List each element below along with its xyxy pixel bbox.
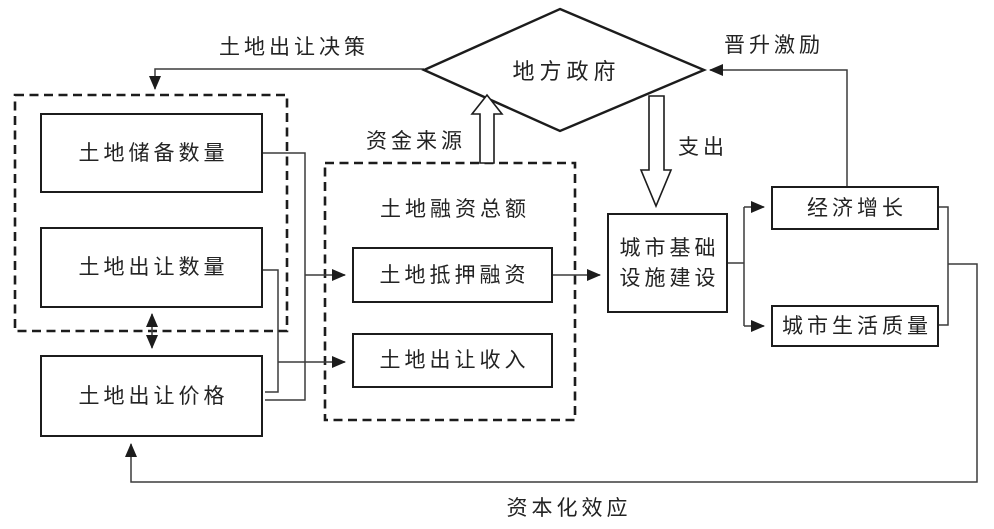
edge-infrastructure-branch <box>728 207 745 326</box>
node-urban-infrastructure-line2: 设施建设 <box>619 266 720 290</box>
node-local-government-label: 地方政府 <box>512 59 621 84</box>
expenditure-block-arrow-icon <box>639 95 673 209</box>
edge-capitalization-feedback <box>125 263 978 483</box>
edge-label-promotion-incentive: 晋升激励 <box>724 33 824 57</box>
node-urban-infrastructure-line1: 城市基础 <box>619 235 720 260</box>
edge-quantity-price-junction <box>263 269 279 393</box>
node-land-mortgage-financing-label: 土地抵押融资 <box>379 262 530 287</box>
edge-growth-quality-link <box>939 206 949 326</box>
node-land-transfer-income: 土地出让收入 <box>352 333 553 388</box>
node-urban-life-quality: 城市生活质量 <box>771 305 939 347</box>
node-land-transfer-income-label: 土地出让收入 <box>379 348 530 373</box>
node-land-reserve-quantity: 土地储备数量 <box>40 113 263 193</box>
local-government-diamond <box>421 7 708 133</box>
node-land-transfer-quantity: 土地出让数量 <box>40 227 263 308</box>
node-economic-growth-label: 经济增长 <box>807 195 907 220</box>
node-land-mortgage-financing: 土地抵押融资 <box>352 247 553 303</box>
node-land-reserve-quantity-label: 土地储备数量 <box>78 140 229 165</box>
edge-land-transfer-decision <box>149 68 424 90</box>
edge-label-funding-source: 资金来源 <box>366 129 466 153</box>
node-economic-growth: 经济增长 <box>771 186 939 230</box>
edge-label-land-transfer-decision: 土地出让决策 <box>219 35 369 59</box>
land-financing-group-border <box>323 161 577 422</box>
funding-source-block-arrow-icon <box>470 93 504 164</box>
node-land-transfer-price: 土地出让价格 <box>40 355 263 437</box>
edge-promotion-incentive <box>709 64 848 186</box>
node-land-transfer-quantity-label: 土地出让数量 <box>78 255 229 280</box>
edge-label-expenditure: 支出 <box>678 135 728 159</box>
edge-reserve-price-junction <box>263 152 306 401</box>
edge-label-capitalization-effect: 资本化效应 <box>506 496 632 520</box>
node-land-transfer-price-label: 土地出让价格 <box>78 383 229 408</box>
land-financing-group-title: 土地融资总额 <box>380 197 530 221</box>
node-urban-infrastructure: 城市基础 设施建设 <box>607 213 728 313</box>
node-urban-life-quality-label: 城市生活质量 <box>782 313 932 338</box>
